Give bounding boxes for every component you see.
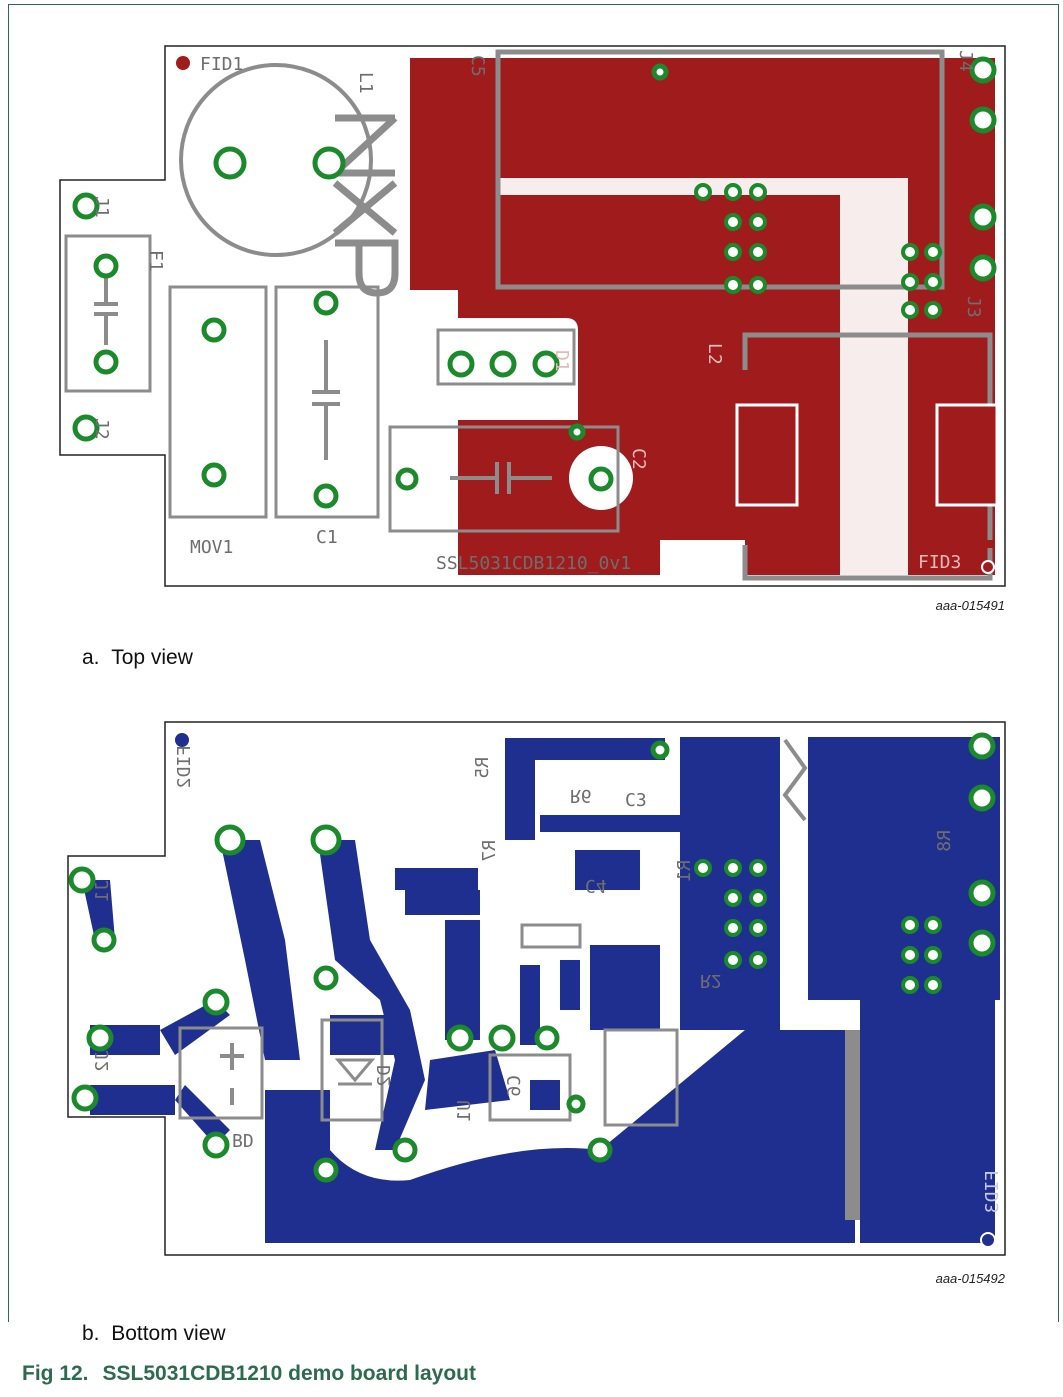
label-f1: F1 <box>145 250 166 272</box>
label-fid2: FID2 <box>174 745 195 788</box>
label-fid3-bottom: FID3 <box>982 1170 1003 1213</box>
fiducial-fid1 <box>176 56 190 70</box>
figure-title: Fig 12. SSL5031CDB1210 demo board layout <box>22 1362 490 1386</box>
label-r2: R2 <box>700 970 722 991</box>
label-c2: C2 <box>628 448 649 470</box>
label-c5: C5 <box>467 55 488 77</box>
label-fid3-top: FID3 <box>918 552 961 573</box>
top-view-caption-text: Top view <box>111 646 193 669</box>
label-c1: C1 <box>316 527 338 548</box>
label-d1: D1 <box>551 350 572 372</box>
bottom-view-diagram: C3 BD FID2 R5 R6 R7 C4 R1 R8 J1 R2 J2 D2… <box>67 721 1006 1256</box>
label-c6: C6 <box>504 1075 525 1097</box>
label-mov1: MOV1 <box>190 537 233 558</box>
label-j2-bottom: J2 <box>92 1050 113 1072</box>
label-d2: D2 <box>374 1065 395 1087</box>
label-r8: R8 <box>934 830 955 852</box>
bottom-copper-ground <box>265 1030 855 1243</box>
figure-number: Fig 12. <box>22 1362 89 1385</box>
label-r7: R7 <box>479 840 500 862</box>
top-view-code: aaa-015491 <box>935 598 1005 613</box>
label-r1: R1 <box>674 860 695 882</box>
bottom-view-caption-letter: b. <box>82 1322 100 1345</box>
bottom-view-caption: b. Bottom view <box>82 1322 226 1346</box>
fiducial-fid3-top <box>981 560 995 574</box>
figure-title-text: SSL5031CDB1210 demo board layout <box>102 1362 476 1385</box>
label-c4: C4 <box>585 875 607 896</box>
label-j1: J1 <box>91 196 112 218</box>
label-fid1: FID1 <box>200 54 243 75</box>
label-r5: R5 <box>472 757 493 779</box>
nxp-logo <box>326 114 399 297</box>
label-j3: J3 <box>963 296 984 318</box>
label-r6: R6 <box>570 785 592 806</box>
label-j1-bottom: J1 <box>92 880 113 902</box>
label-l2: L2 <box>704 343 725 365</box>
label-u1: U1 <box>454 1100 475 1122</box>
top-view-diagram: FID1 MOV1 C1 SSL5031CDB1210_0v1 FID3 L1 … <box>59 45 1006 587</box>
bottom-view-caption-text: Bottom view <box>111 1322 226 1345</box>
label-l1: L1 <box>355 72 376 94</box>
label-j4: J4 <box>955 50 976 72</box>
label-bd: BD <box>232 1131 254 1152</box>
bottom-view-code: aaa-015492 <box>935 1271 1005 1286</box>
label-board-id: SSL5031CDB1210_0v1 <box>436 553 631 574</box>
top-view-caption-letter: a. <box>82 646 100 669</box>
label-j2: J2 <box>91 418 112 440</box>
label-c3: C3 <box>625 790 647 811</box>
fiducial-fid2 <box>175 733 189 747</box>
fiducial-fid3-bottom <box>980 1232 996 1248</box>
figure-frame <box>8 4 1059 1322</box>
top-view-caption: a. Top view <box>82 646 193 670</box>
